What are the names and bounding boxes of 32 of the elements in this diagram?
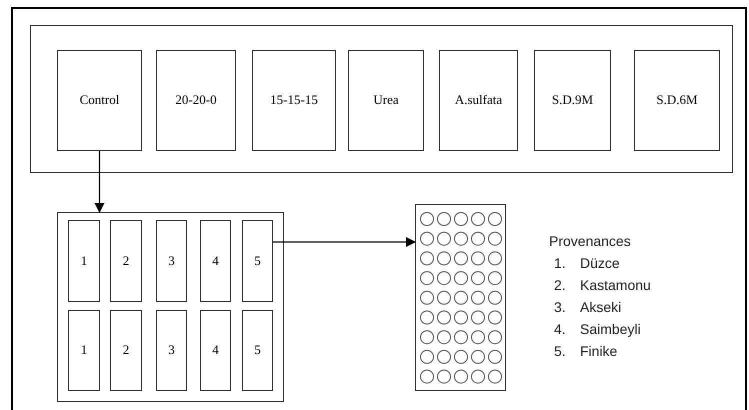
provenance-name: Akseki bbox=[580, 298, 622, 317]
treatment-box: 15-15-15 bbox=[252, 50, 336, 151]
subplot-box: 4 bbox=[200, 220, 231, 302]
legend-heading: Provenances bbox=[549, 232, 632, 251]
subplot-box: 2 bbox=[110, 220, 142, 302]
list-number: 2. bbox=[553, 276, 567, 295]
list-number: 4. bbox=[553, 320, 567, 339]
treatment-box: Urea bbox=[348, 50, 424, 151]
list-number: 5. bbox=[553, 342, 567, 361]
treatment-row-box bbox=[30, 25, 733, 173]
provenance-name: Kastamonu bbox=[580, 276, 651, 295]
subplot-box: 4 bbox=[200, 310, 231, 391]
subplot-box: 3 bbox=[156, 220, 187, 302]
treatment-box: Control bbox=[57, 50, 142, 151]
subplot-box: 3 bbox=[156, 310, 187, 391]
subplot-box: 5 bbox=[242, 220, 273, 302]
arrow bbox=[273, 237, 416, 247]
subplot-box: 1 bbox=[68, 310, 100, 391]
treatment-box: S.D.6M bbox=[634, 50, 720, 151]
treatment-box: S.D.9M bbox=[534, 50, 611, 151]
plot-box bbox=[57, 212, 284, 402]
list-number: 1. bbox=[553, 254, 567, 273]
treatment-box: A.sulfata bbox=[439, 50, 518, 151]
arrow bbox=[94, 151, 104, 213]
provenance-name: Saimbeyli bbox=[580, 320, 641, 339]
subplot-box: 2 bbox=[110, 310, 142, 391]
provenance-name: Düzce bbox=[580, 254, 620, 273]
subplot-box: 5 bbox=[242, 310, 273, 391]
provenance-name: Finike bbox=[580, 342, 618, 361]
list-number: 3. bbox=[553, 298, 567, 317]
subplot-box: 1 bbox=[68, 220, 100, 302]
treatment-box: 20-20-0 bbox=[156, 50, 236, 151]
